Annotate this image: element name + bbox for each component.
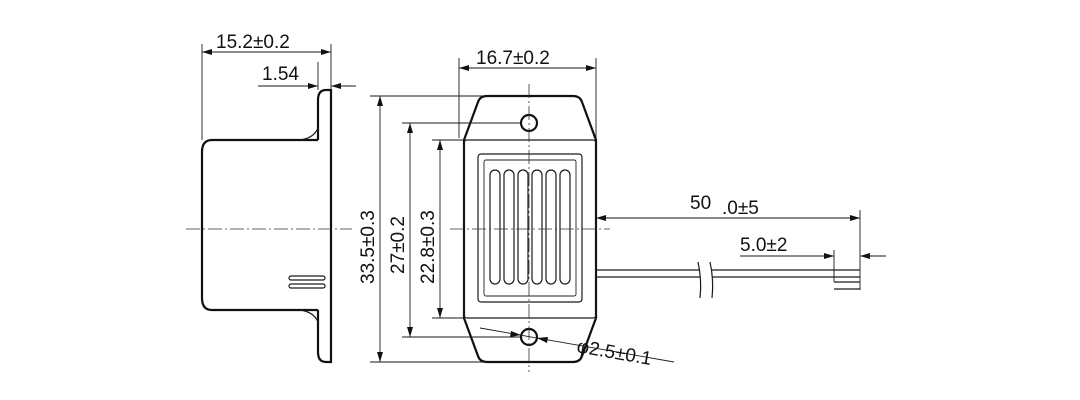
dimension-arrow <box>321 49 331 55</box>
dimension-arrow <box>308 83 318 89</box>
flange-thickness-label: 1.54 <box>262 64 299 85</box>
break-mark <box>709 261 714 299</box>
overall-height-label: 33.5±0.3 <box>358 210 379 284</box>
front-view: 16.7±0.2 33.5±0.3 27±0.2 22.8±0.3 φ2.5±0… <box>358 48 675 372</box>
terminal-pin <box>288 283 326 289</box>
side-width-label: 15.2±0.2 <box>216 32 290 53</box>
grille <box>489 169 571 285</box>
dimension-arrow <box>596 215 606 221</box>
dimension-arrow <box>407 327 413 337</box>
grille-slot <box>531 169 543 285</box>
dimension-arrow <box>377 96 383 106</box>
front-face <box>477 153 583 303</box>
terminal-pin <box>288 275 326 281</box>
dimension-arrow <box>407 123 413 133</box>
lead-wires: 50 .0±5 5.0±2 <box>596 193 886 299</box>
front-face-inner <box>483 159 577 297</box>
hole-diameter-label: φ2.5±0.1 <box>575 336 653 370</box>
break-mark <box>697 261 702 299</box>
wire-strip-label: 5.0±2 <box>740 235 787 256</box>
wire-length-tolerance: .0±5 <box>722 198 759 219</box>
wire-length-number: 50 <box>690 193 711 214</box>
side-flange <box>316 88 333 364</box>
side-fillet <box>299 309 319 323</box>
mount-spacing-label: 27±0.2 <box>388 216 409 274</box>
grille-slot <box>489 169 501 285</box>
side-body-outline <box>200 138 318 312</box>
grille-slot <box>503 169 515 285</box>
dimension-arrow <box>437 308 443 318</box>
leader-arrow <box>537 337 548 343</box>
front-ears-outline <box>462 94 598 364</box>
grille-slot <box>517 169 529 285</box>
dimension-arrow <box>850 215 860 221</box>
grille-slot <box>559 169 571 285</box>
body-height-label: 22.8±0.3 <box>418 210 439 284</box>
front-width-label: 16.7±0.2 <box>476 48 550 69</box>
side-view: 15.2±0.2 1.54 <box>186 32 356 364</box>
dimension-arrow <box>437 140 443 150</box>
dimension-arrow <box>377 352 383 362</box>
dimension-arrow <box>824 253 834 259</box>
side-fillet <box>299 127 319 141</box>
dimension-arrow <box>459 65 469 71</box>
grille-slot <box>545 169 557 285</box>
dimension-arrow <box>202 49 212 55</box>
dimension-arrow <box>586 65 596 71</box>
leader-arrow <box>510 331 521 337</box>
